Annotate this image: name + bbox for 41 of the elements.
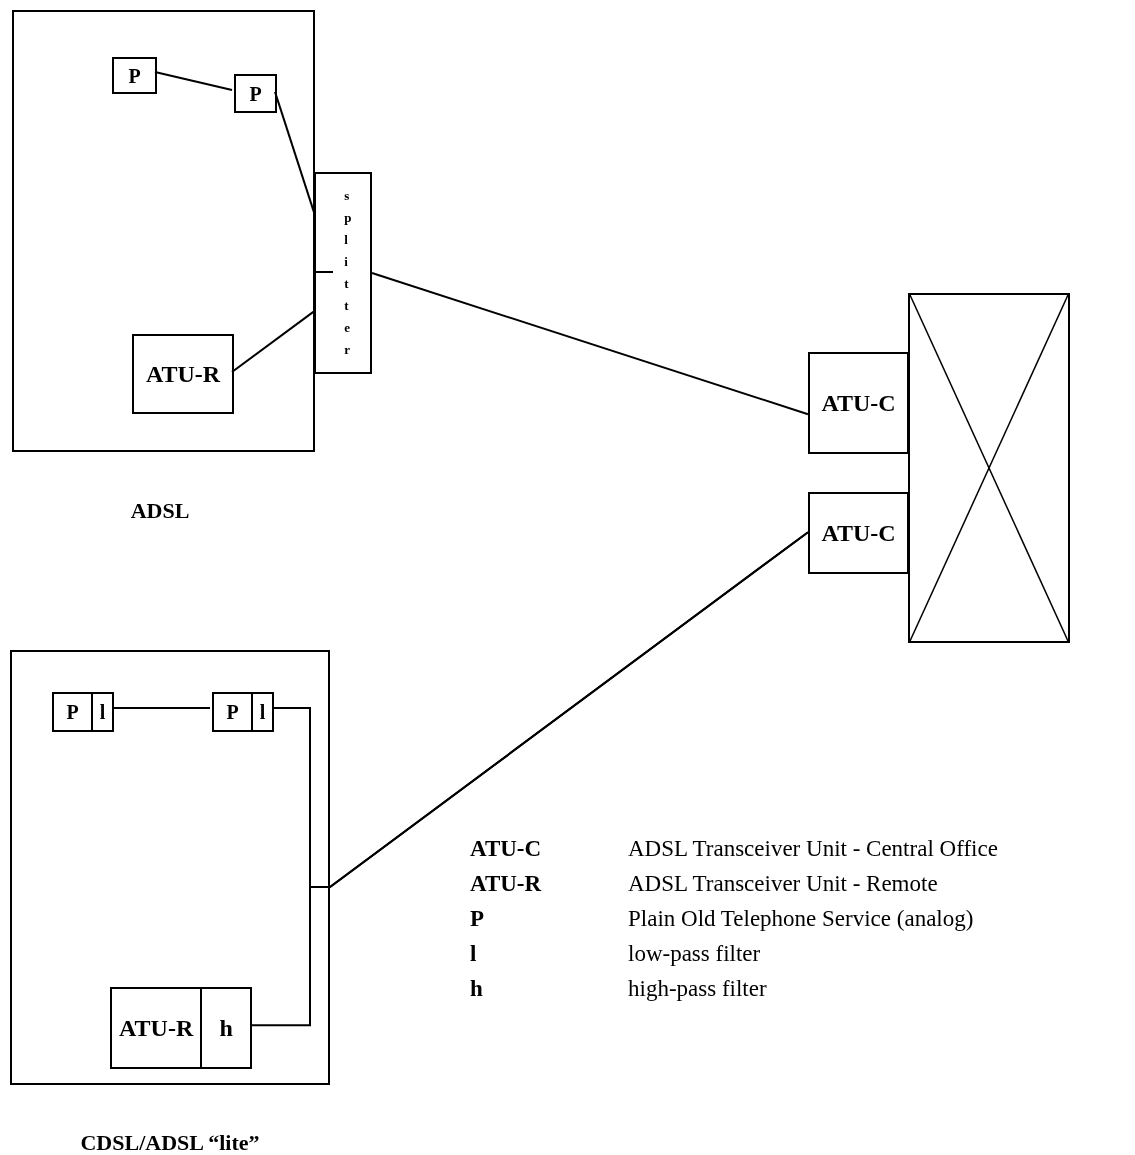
unit-label: P xyxy=(66,702,79,722)
unit-label: P xyxy=(226,702,239,722)
unit-label: P xyxy=(128,65,141,86)
wire-line xyxy=(231,310,315,373)
unit-label: h xyxy=(219,1016,233,1040)
glossary-definition: ADSL Transceiver Unit - Central Office xyxy=(628,835,998,863)
filter-unit-box xyxy=(52,692,114,732)
glossary-definition: ADSL Transceiver Unit - Remote xyxy=(628,870,939,898)
glossary-term: ATU-R xyxy=(470,870,543,898)
frame-box xyxy=(12,10,315,452)
wire-line xyxy=(274,90,315,214)
frame-box xyxy=(10,650,330,1085)
unit-label: l xyxy=(99,702,106,722)
glossary-definition: high-pass filter xyxy=(628,975,768,1003)
vertical-label: splitter xyxy=(343,187,350,359)
wire-line xyxy=(154,71,233,91)
filter-unit-box xyxy=(110,987,252,1069)
unit-label: l xyxy=(259,702,266,722)
unit-label: ATU-R xyxy=(145,362,221,386)
unit-box xyxy=(132,334,234,414)
unit-label: P xyxy=(249,83,262,104)
unit-box xyxy=(808,492,909,574)
glossary-term: l xyxy=(470,940,478,968)
glossary-term: ATU-C xyxy=(470,835,543,863)
unit-box xyxy=(808,352,909,454)
wire-line xyxy=(111,707,211,709)
filter-unit-box xyxy=(212,692,274,732)
diagram-caption: ADSL xyxy=(130,497,190,525)
glossary-term: P xyxy=(470,905,486,933)
glossary-term: h xyxy=(470,975,484,1003)
splitter-box xyxy=(314,172,372,374)
unit-label: ATU-C xyxy=(821,521,896,545)
unit-box xyxy=(112,57,157,94)
glossary-definition: low-pass filter xyxy=(628,940,762,968)
wire-line xyxy=(249,531,809,1027)
unit-box xyxy=(234,74,277,113)
unit-label: ATU-R xyxy=(119,1016,194,1040)
unit-label: ATU-C xyxy=(821,391,896,415)
diagram-caption: CDSL/ADSL “lite” xyxy=(80,1129,260,1155)
wire-line xyxy=(371,272,809,416)
glossary-definition: Plain Old Telephone Service (analog) xyxy=(628,905,975,933)
